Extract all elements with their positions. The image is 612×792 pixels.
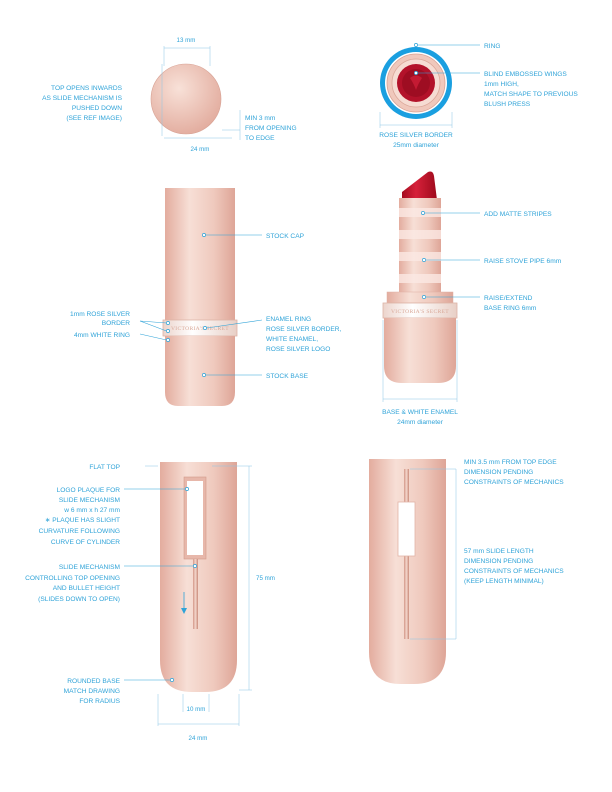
open-lipstick: VICTORIA'S SECRET ADD MATTE STRIPES RAIS… [382, 171, 562, 426]
white-ring-label: 4mm WHITE RING [74, 332, 130, 339]
open-diameter-caption: 24mm diameter [397, 419, 444, 426]
slide-mech-line-4: (SLIDES DOWN TO OPEN) [38, 596, 120, 603]
height-label: 75 mm [256, 575, 275, 582]
logo-plaque-line-2: SLIDE MECHANISM [59, 497, 120, 504]
logo-plaque [187, 481, 203, 555]
min-opening-line-1: MIN 3 mm [245, 115, 276, 122]
top-view: 13 mm 24 mm TOP OPENS INWARDS AS SLIDE M… [42, 37, 297, 153]
front-body [160, 462, 237, 692]
min-opening-line-3: TO EDGE [245, 135, 275, 142]
stock-cap-label: STOCK CAP [266, 233, 305, 240]
slide-mech-line-2: CONTROLLING TOP OPENING [25, 575, 120, 582]
open-base [384, 318, 456, 383]
top-note-line-4: (SEE REF IMAGE) [66, 115, 122, 122]
stock-base-label: STOCK BASE [266, 373, 309, 380]
enamel-ring-line-3: WHITE ENAMEL, [266, 336, 318, 343]
top-edge-line-2: DIMENSION PENDING [464, 469, 533, 476]
ring-label: RING [484, 43, 500, 50]
top-disc [150, 63, 222, 135]
logo-plaque-line-6: CURVE OF CYLINDER [51, 539, 120, 546]
slide-length-line-1: 57 mm SLIDE LENGTH [464, 548, 534, 555]
top-width-label: 13 mm [177, 37, 196, 44]
stock-cap [165, 188, 235, 320]
enamel-ring-line-1: ENAMEL RING [266, 316, 311, 323]
top-note-line-2: AS SLIDE MECHANISM IS [42, 95, 122, 102]
logo-plaque-line-1: LOGO PLAQUE FOR [57, 487, 121, 494]
top-edge-line-1: MIN 3.5 mm FROM TOP EDGE [464, 459, 557, 466]
emboss-view: RING BLIND EMBOSSED WINGS 1mm HIGH, MATC… [379, 43, 578, 149]
stove-pipe-label: RAISE STOVE PIPE 6mm [484, 258, 562, 265]
emboss-diameter-caption: 25mm diameter [393, 142, 440, 149]
logo-plaque-line-4: ∗ PLAQUE HAS SLIGHT [45, 517, 120, 524]
enamel-ring-line-4: ROSE SILVER LOGO [266, 346, 330, 353]
front-view: 75 mm FLAT TOP LOGO PLAQUE FOR SLIDE MEC… [25, 462, 275, 742]
side-view: MIN 3.5 mm FROM TOP EDGE DIMENSION PENDI… [369, 459, 564, 684]
slide-length-line-2: DIMENSION PENDING [464, 558, 533, 565]
slide-mech-line-1: SLIDE MECHANISM [59, 564, 120, 571]
rounded-base-line-2: MATCH DRAWING [64, 688, 120, 695]
top-diameter-label: 24 mm [191, 146, 210, 153]
rose-border-line-2: BORDER [102, 320, 130, 327]
top-edge-line-3: CONSTRAINTS OF MECHANICS [464, 479, 564, 486]
closed-lipstick: VICTORIA'S SECRET STOCK CAP 1mm ROSE SIL… [70, 188, 342, 406]
wings-line-1: BLIND EMBOSSED WINGS [484, 71, 567, 78]
base-caption: BASE & WHITE ENAMEL [382, 409, 458, 416]
open-logo: VICTORIA'S SECRET [391, 309, 449, 315]
closed-logo: VICTORIA'S SECRET [171, 326, 229, 332]
matte-stripe [399, 274, 441, 283]
wings-line-3: MATCH SHAPE TO PREVIOUS [484, 91, 578, 98]
lipstick-bullet [402, 171, 437, 200]
slide-track [193, 559, 198, 629]
matte-stripe [399, 208, 441, 217]
inner-width-label: 10 mm [187, 706, 206, 713]
wings-line-4: BLUSH PRESS [484, 101, 531, 108]
flat-top-label: FLAT TOP [89, 464, 120, 471]
matte-stripe [399, 230, 441, 239]
outer-width-label: 24 mm [189, 735, 208, 742]
slide-length-line-3: CONSTRAINTS OF MECHANICS [464, 568, 564, 575]
rose-border-line-1: 1mm ROSE SILVER [70, 311, 130, 318]
base-ring-line-1: RAISE/EXTEND [484, 295, 533, 302]
base-ring [386, 291, 454, 304]
slide-length-line-4: (KEEP LENGTH MINIMAL) [464, 578, 544, 585]
min-opening-line-2: FROM OPENING [245, 125, 297, 132]
top-note-line-3: PUSHED DOWN [72, 105, 122, 112]
matte-stripes-label: ADD MATTE STRIPES [484, 211, 552, 218]
border-caption: ROSE SILVER BORDER [379, 132, 453, 139]
logo-plaque-line-5: CURVATURE FOLLOWING [39, 528, 120, 535]
rounded-base-line-1: ROUNDED BASE [67, 678, 120, 685]
stock-base [165, 336, 235, 406]
wings-line-2: 1mm HIGH, [484, 81, 519, 88]
slide-mech-line-3: AND BULLET HEIGHT [53, 585, 120, 592]
side-plaque [397, 501, 416, 557]
matte-stripe [399, 252, 441, 261]
logo-plaque-line-3: w 6 mm x h 27 mm [63, 507, 120, 514]
rounded-base-line-3: FOR RADIUS [79, 698, 120, 705]
base-ring-line-2: BASE RING 6mm [484, 305, 537, 312]
top-note-line-1: TOP OPENS INWARDS [51, 85, 123, 92]
enamel-ring-line-2: ROSE SILVER BORDER, [266, 326, 342, 333]
